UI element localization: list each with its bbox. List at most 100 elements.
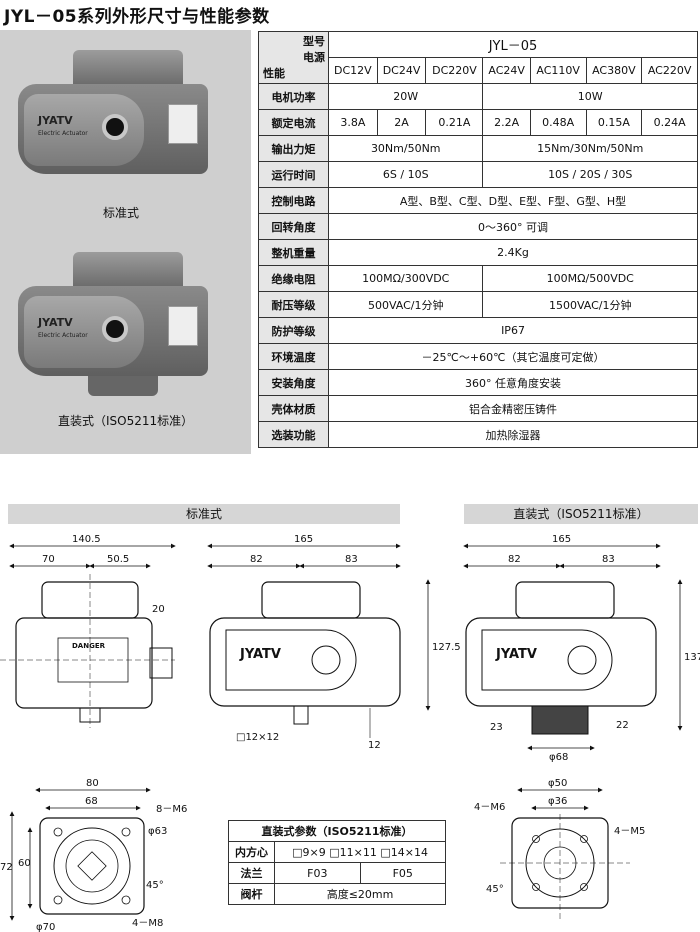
warning-label-icon: [168, 306, 198, 346]
section-standard-header: 标准式: [8, 504, 400, 524]
table-row: 选装功能 加热除湿器: [258, 421, 698, 448]
brand-logo-drawing-iso: JYATV: [495, 647, 537, 662]
dim-side-total: 140.5: [72, 534, 101, 545]
table-cell: F03: [274, 862, 361, 884]
dim-iso-45: 45°: [486, 884, 504, 895]
iso-front-view-drawing: 165 82 83 137.5 JYATV φ68 23 22: [463, 534, 700, 763]
dim-bottom-8m6: 8－M6: [156, 804, 187, 815]
row-label: 安装角度: [258, 369, 329, 396]
dim-bottom-4m8: 4－M8: [132, 918, 163, 929]
table-row: 防护等级 IP67: [258, 317, 698, 344]
dim-iso-23: 23: [490, 722, 503, 733]
dim-iso-left: 82: [508, 554, 521, 565]
voltage-cell: DC24V: [376, 57, 427, 84]
manual-knob-icon: [102, 114, 128, 140]
table-row: 耐压等级 500VAC/1分钟 1500VAC/1分钟: [258, 291, 698, 318]
voltage-cell: DC12V: [328, 57, 378, 84]
dim-bottom-d70: φ70: [36, 922, 55, 932]
table-row: 安装角度 360° 任意角度安装: [258, 369, 698, 396]
row-label: 壳体材质: [258, 395, 329, 422]
table-cell: 30Nm/50Nm: [327, 135, 484, 162]
brand-logo: JYATV: [38, 316, 73, 329]
dim-iso-d36: φ36: [548, 796, 567, 807]
table-cell: 360° 任意角度安装: [328, 369, 698, 396]
table-row: 运行时间 6S / 10S 10S / 20S / 30S: [258, 161, 698, 188]
dim-bottom-d63: φ63: [148, 826, 167, 837]
row-label: 输出力矩: [258, 135, 329, 162]
table-cell: 2A: [376, 109, 427, 136]
table-cell: IP67: [328, 317, 698, 344]
table-cell: 20W: [327, 83, 484, 110]
dim-iso-d68: φ68: [549, 752, 568, 763]
brand-subtitle: Electric Actuator: [38, 332, 88, 339]
dim-iso-4m6: 4－M6: [474, 802, 505, 813]
standard-actuator-image: JYATV Electric Actuator: [18, 50, 218, 190]
bottom-view-drawing: 80 68 72 60 8－M6 φ63 45° φ70 4－M8: [0, 778, 187, 932]
danger-label: DANGER: [72, 642, 106, 650]
table-row: 法兰 F03 F05: [227, 862, 447, 884]
iso-param-table: 直装式参数（ISO5211标准） 内方心 □9×9 □11×11 □14×14 …: [227, 820, 447, 905]
table-cell: 0～360° 可调: [328, 213, 698, 240]
table-row: 额定电流 3.8A 2A 0.21A 2.2A 0.48A 0.15A 0.24…: [258, 109, 698, 136]
page-title: JYL－05系列外形尺寸与性能参数: [4, 7, 270, 27]
brand-logo-drawing: JYATV: [239, 647, 281, 662]
row-label: 运行时间: [258, 161, 329, 188]
spec-table: 型号 电源 性能 JYL－05 DC12V DC24V DC220V AC24V…: [258, 31, 698, 448]
dim-iso-d50: φ50: [548, 778, 567, 789]
table-cell: 铝合金精密压铸件: [328, 395, 698, 422]
table-cell: 1500VAC/1分钟: [482, 291, 698, 318]
row-label: 内方心: [227, 841, 276, 863]
dim-front-12: 12: [368, 740, 381, 751]
row-label: 电机功率: [258, 83, 329, 110]
iso-bottom-view-drawing: φ50 φ36 4－M6 4－M5 45°: [474, 778, 645, 920]
dim-bottom-60: 60: [18, 858, 31, 869]
row-label: 回转角度: [258, 213, 329, 240]
table-cell: 3.8A: [328, 109, 378, 136]
table-row: 输出力矩 30Nm/50Nm 15Nm/30Nm/50Nm: [258, 135, 698, 162]
table-cell: A型、B型、C型、D型、E型、F型、G型、H型: [328, 187, 698, 214]
model-name: JYL－05: [328, 31, 698, 58]
power-label: 电源: [303, 51, 325, 64]
table-cell: 500VAC/1分钟: [327, 291, 484, 318]
iso-table-title: 直装式参数（ISO5211标准）: [228, 820, 446, 842]
row-label: 防护等级: [258, 317, 329, 344]
table-cell: 10S / 20S / 30S: [482, 161, 698, 188]
dim-front-total: 165: [294, 534, 313, 545]
table-row: 电机功率 20W 10W: [258, 83, 698, 110]
table-cell: 15Nm/30Nm/50Nm: [482, 135, 698, 162]
table-cell: 0.24A: [641, 109, 698, 136]
table-row: 整机重量 2.4Kg: [258, 239, 698, 266]
section-iso-header: 直装式（ISO5211标准）: [464, 504, 698, 524]
dim-bottom-80: 80: [86, 778, 99, 789]
table-cell: 高度≤20mm: [274, 883, 446, 905]
table-cell: 0.48A: [529, 109, 587, 136]
dim-iso-4m5: 4－M5: [614, 826, 645, 837]
table-cell: F05: [359, 862, 447, 884]
dim-front-height: 127.5: [432, 642, 461, 653]
header-corner: 型号 电源 性能: [258, 31, 329, 84]
dimension-drawings: 140.5 70 50.5 20 DANGER 165 82 83 127.5 …: [0, 534, 700, 932]
dim-bottom-72: 72: [0, 862, 13, 873]
voltage-cell: AC380V: [585, 57, 643, 84]
dim-front-left: 82: [250, 554, 263, 565]
standard-caption: 标准式: [103, 206, 140, 220]
table-cell: 加热除湿器: [328, 421, 698, 448]
row-label: 选装功能: [258, 421, 329, 448]
voltage-cell: AC110V: [529, 57, 587, 84]
table-cell: 100MΩ/300VDC: [327, 265, 484, 292]
dim-iso-total: 165: [552, 534, 571, 545]
dim-iso-22: 22: [616, 720, 629, 731]
dim-front-right: 83: [345, 554, 358, 565]
iso-caption: 直装式（ISO5211标准）: [58, 414, 194, 428]
table-cell: 6S / 10S: [327, 161, 484, 188]
table-row: 绝缘电阻 100MΩ/300VDC 100MΩ/500VDC: [258, 265, 698, 292]
table-cell: 0.21A: [425, 109, 484, 136]
table-cell: 2.4Kg: [328, 239, 698, 266]
manual-knob-icon: [102, 316, 128, 342]
table-cell: 0.15A: [585, 109, 643, 136]
table-cell: 10W: [482, 83, 698, 110]
perf-label: 性能: [263, 67, 285, 80]
row-label: 法兰: [227, 862, 276, 884]
brand-logo: JYATV: [38, 114, 73, 127]
dim-front-square: □12×12: [236, 732, 279, 743]
